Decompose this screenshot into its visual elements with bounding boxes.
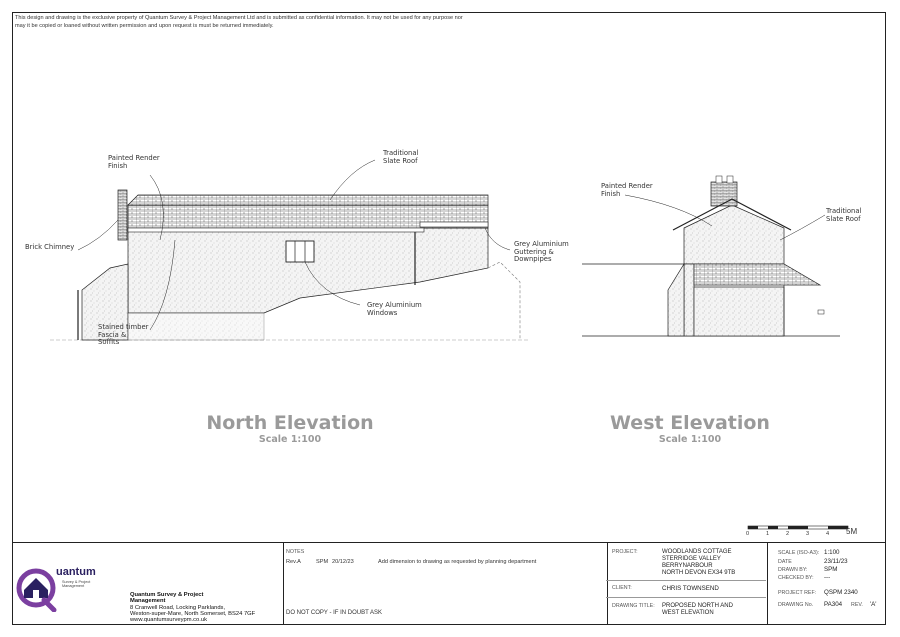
north-window xyxy=(285,240,315,263)
drawing-number-value: PA304 xyxy=(824,601,843,608)
checked-by-value: --- xyxy=(824,574,831,581)
drawing-frame xyxy=(12,12,886,543)
scale-tick-1: 1 xyxy=(766,531,770,537)
project-ref-label: PROJECT REF: xyxy=(778,590,817,596)
north-elevation xyxy=(50,159,530,341)
scale-tick-4: 4 xyxy=(826,531,830,537)
scale-value: 1:100 xyxy=(824,549,840,556)
north-elevation-title: North Elevation xyxy=(206,412,374,434)
checked-by-label: CHECKED BY: xyxy=(778,575,814,581)
west-elevation xyxy=(582,175,840,337)
date-label: DATE xyxy=(778,559,792,565)
scale-tick-5: 5M xyxy=(846,527,858,536)
west-elevation-title: West Elevation xyxy=(610,412,770,434)
title-block xyxy=(12,543,886,625)
west-elevation-scale: Scale 1:100 xyxy=(658,434,722,445)
date-value: 23/11/23 xyxy=(824,558,848,565)
drawn-by-label: DRAWN BY: xyxy=(778,567,808,573)
scale-bar xyxy=(747,525,849,530)
project-label: PROJECT: xyxy=(612,549,638,555)
scale-tick-0: 0 xyxy=(746,531,750,537)
scale-label: SCALE (ISO-A3): xyxy=(778,550,820,556)
west-slate-roof xyxy=(693,263,822,286)
revision-rev: Rev.A xyxy=(286,559,301,565)
drawing-title-label: DRAWING TITLE: xyxy=(612,603,655,609)
rev-label: REV. xyxy=(851,602,863,608)
copyright-disclaimer: This design and drawing is the exclusive… xyxy=(15,15,463,29)
rev-value: 'A' xyxy=(870,601,877,608)
west-chimney xyxy=(710,181,738,207)
notes-label: NOTES xyxy=(286,549,305,555)
revision-by: SPM xyxy=(316,559,329,565)
project-ref-value: QSPM 2340 xyxy=(824,589,858,596)
do-not-copy-warning: DO NOT COPY - IF IN DOUBT ASK xyxy=(286,610,383,616)
scale-tick-2: 2 xyxy=(786,531,790,537)
client-name: CHRIS TOWNSEND xyxy=(662,585,719,592)
drawn-by-value: SPM xyxy=(824,566,838,573)
logo-wordmark: uantum xyxy=(56,566,96,578)
revision-description: Add dimension to drawing as requested by… xyxy=(378,559,537,565)
revision-date: 20/12/23 xyxy=(332,559,354,565)
client-label: CLIENT: xyxy=(612,585,632,591)
brick-chimney xyxy=(117,189,128,241)
scale-tick-3: 3 xyxy=(806,531,810,537)
quantum-logo-icon xyxy=(16,568,57,612)
note-brick-chimney: Brick Chimney xyxy=(25,243,75,251)
company-details: Quantum Survey & Project Management 8 Cr… xyxy=(130,592,256,624)
drawing-number-label: DRAWING No. xyxy=(778,602,814,608)
north-elevation-scale: Scale 1:100 xyxy=(258,434,322,445)
